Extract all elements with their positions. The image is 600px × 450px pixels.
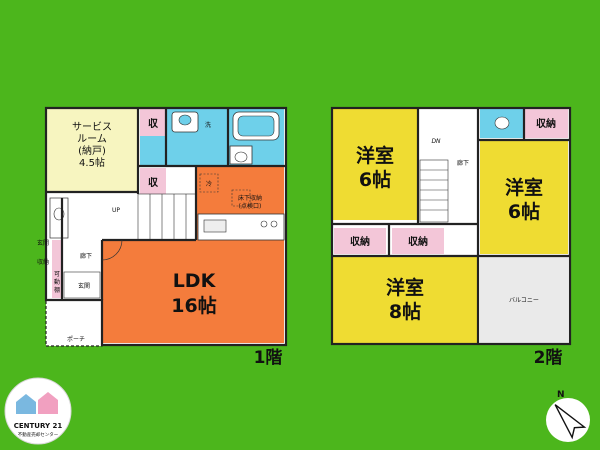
second-floor-plan [330,106,572,346]
closet-a-label: 収納 [350,235,370,248]
entrance-storage [52,240,62,298]
service-room-label-1: サービス [72,121,112,133]
porch [46,300,102,346]
hall-2f-label: 廊下 [457,159,469,167]
ldk-label-1: LDK [173,270,217,292]
balcony-label: バルコニー [509,297,539,304]
ldk-label-2: 16帖 [171,294,216,317]
entrance-label: 玄関 [78,282,90,290]
service-room-label-2: ルーム [77,133,107,145]
closet-b-label: 収納 [408,235,428,248]
laundry-area [140,136,234,166]
first-floor-stairs [137,193,197,241]
storage-top-label: 収 [148,118,159,130]
western-room-a [332,108,418,220]
porch-label: ポーチ [67,335,85,343]
western-b-label-1: 洋室 [505,176,543,199]
logo-subtitle: 不動産売却センター [18,431,59,438]
movable-shelf-label-2: 動 [54,278,60,286]
house-icon [16,394,36,414]
kitchen-sink [203,219,227,233]
logo-brand: CENTURY 21 [14,422,63,430]
laundry-label: 洗 [205,121,211,129]
movable-shelf-label-1: 可 [54,271,60,278]
closet-a [334,228,386,254]
second-floor-label: 2階 [534,348,563,368]
western-room-b [480,140,568,254]
closet-c [524,108,568,138]
hall-1f-label: 廊下 [80,252,92,260]
storage-mid-label: 収 [148,177,159,189]
entrance-storage-label-1: 玄関 [37,239,49,247]
underfloor-label-1: 床下収納 [238,194,262,202]
ldk-door-swing [101,239,123,261]
fridge-space [199,173,219,193]
first-floor-plan [44,106,288,347]
entrance [63,271,101,299]
movable-shelf-label-3: 棚 [54,286,60,294]
balcony [480,256,568,344]
stove-burner [260,220,268,228]
storage-top [140,108,166,136]
western-room-c [332,256,478,344]
up-label: UP [112,207,120,214]
underfloor-label-2: (点検口) [239,202,262,210]
compass-north-label: N [557,390,565,400]
sink-bowl [178,114,192,126]
compass-disc [546,398,590,442]
second-floor-walls [330,106,572,346]
north-arrow-icon [554,404,587,440]
dn-label: DN [431,138,441,145]
toilet-2f-bowl [494,116,510,130]
western-b-label-2: 6帖 [508,200,540,223]
western-c-label-1: 洋室 [386,276,424,299]
toilet-bowl [234,151,248,163]
service-room-label-4: 4.5帖 [79,156,105,169]
ldk-room [102,166,284,343]
closet-c-label: 収納 [536,117,556,130]
western-c-label-2: 8帖 [389,300,421,323]
stove-burner [270,220,278,228]
bathtub-inner [237,115,275,137]
fridge-label: 冷 [206,180,212,188]
service-room [46,108,138,192]
storage-mid [140,168,166,194]
closet-b [392,228,444,254]
service-room-label-3: (納戸) [78,144,106,157]
house-icon [38,392,58,414]
century21-logo: CENTURY 21 不動産売却センター [4,377,72,445]
underfloor-hatch [231,189,251,207]
western-a-label-2: 6帖 [359,168,391,191]
compass: N [546,390,590,442]
western-a-label-1: 洋室 [356,144,394,167]
first-floor-porch-outline [45,299,103,347]
first-floor-label: 1階 [254,348,283,368]
second-floor-stairs [419,159,449,223]
entrance-storage-label-2: 収納 [37,258,49,266]
